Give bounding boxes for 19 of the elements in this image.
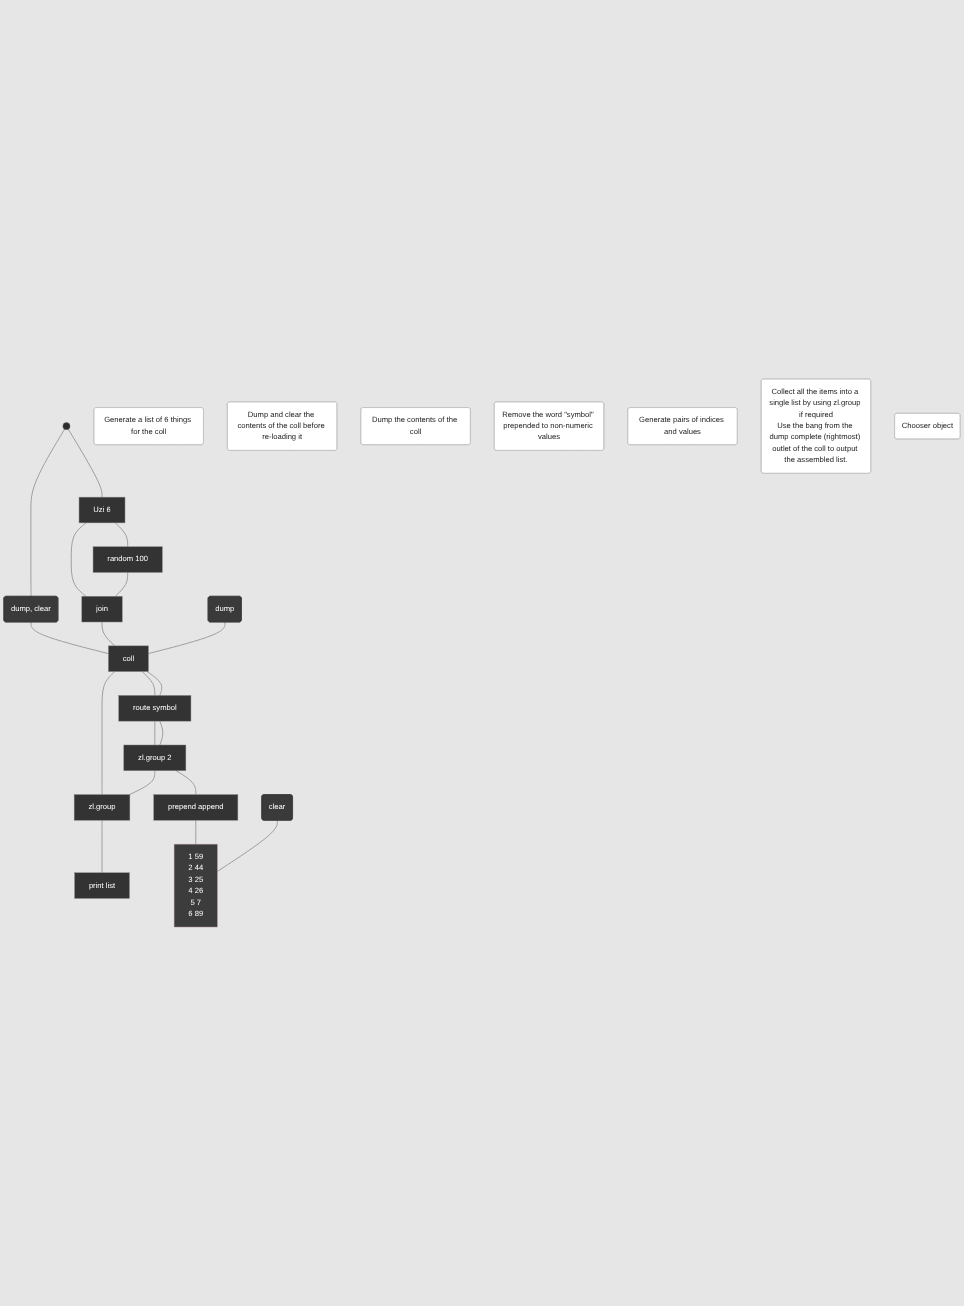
connector <box>128 770 156 796</box>
connector <box>217 820 278 872</box>
connector <box>101 621 116 647</box>
connector <box>67 428 103 498</box>
connector <box>114 522 129 548</box>
connector <box>30 428 66 597</box>
connector <box>159 720 164 746</box>
connector <box>147 621 226 655</box>
connector <box>70 522 87 597</box>
connector <box>195 819 197 845</box>
connector <box>101 671 116 796</box>
connector <box>114 571 129 597</box>
connector <box>30 621 109 655</box>
connector <box>141 671 156 696</box>
node-circle <box>62 422 71 430</box>
connector <box>175 770 197 796</box>
connector <box>154 720 156 746</box>
connector <box>101 819 103 874</box>
connector <box>146 671 163 696</box>
